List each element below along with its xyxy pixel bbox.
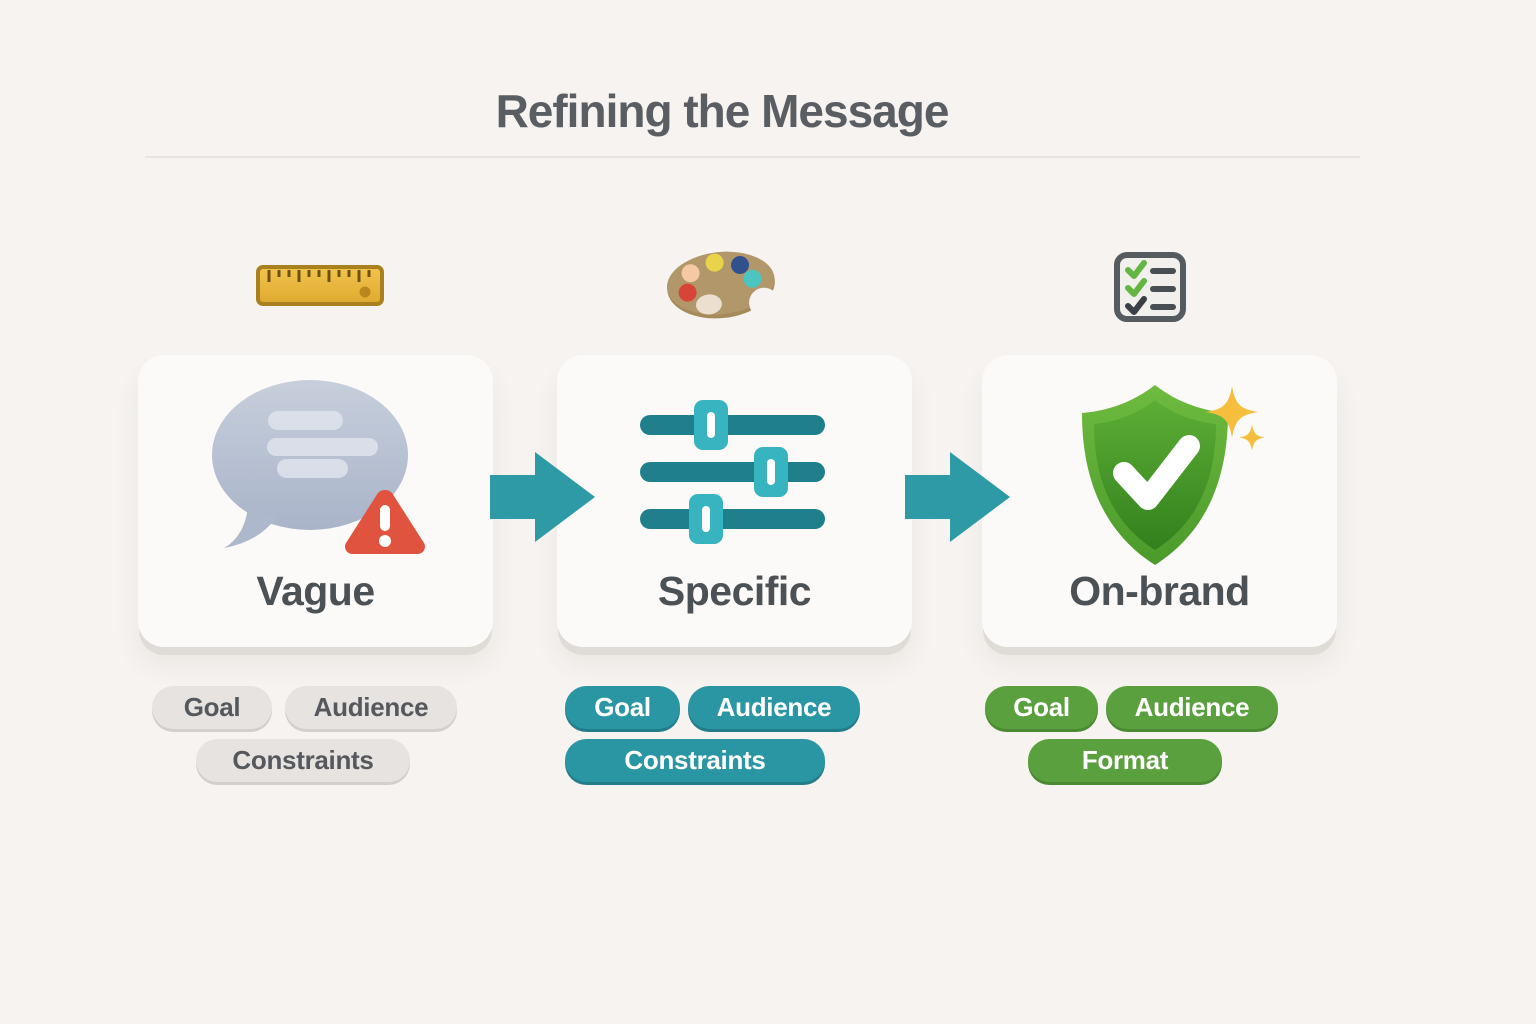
tag-pill: Audience [1106, 686, 1278, 729]
tag-pill: Audience [285, 686, 457, 729]
tag-pill: Constraints [565, 739, 825, 782]
stage-label: On-brand [1069, 568, 1250, 614]
tag-pill: Goal [152, 686, 272, 729]
checklist-icon [1113, 251, 1187, 323]
speech-bubble-warning-icon [200, 378, 430, 558]
ruler-icon [255, 264, 385, 308]
arrow-right-icon [490, 452, 595, 542]
stage-card-vague: Vague [138, 355, 493, 647]
tag-pill: Goal [985, 686, 1098, 729]
page-title: Refining the Message [495, 85, 950, 137]
palette-icon [665, 250, 783, 322]
stage-card-onbrand: On-brand [982, 355, 1337, 647]
arrow-right-icon [905, 452, 1010, 542]
sparkle-icon [1206, 386, 1265, 451]
stage-card-specific: Specific [557, 355, 912, 647]
sliders-icon [635, 398, 830, 550]
stage-label: Vague [256, 568, 375, 614]
stage-label: Specific [657, 568, 812, 614]
shield-check-icon [1078, 378, 1273, 573]
divider-line [145, 156, 1360, 158]
tag-pill: Format [1028, 739, 1222, 782]
tag-pill: Constraints [196, 739, 410, 782]
tag-pill: Audience [688, 686, 860, 729]
tag-pill: Goal [565, 686, 680, 729]
